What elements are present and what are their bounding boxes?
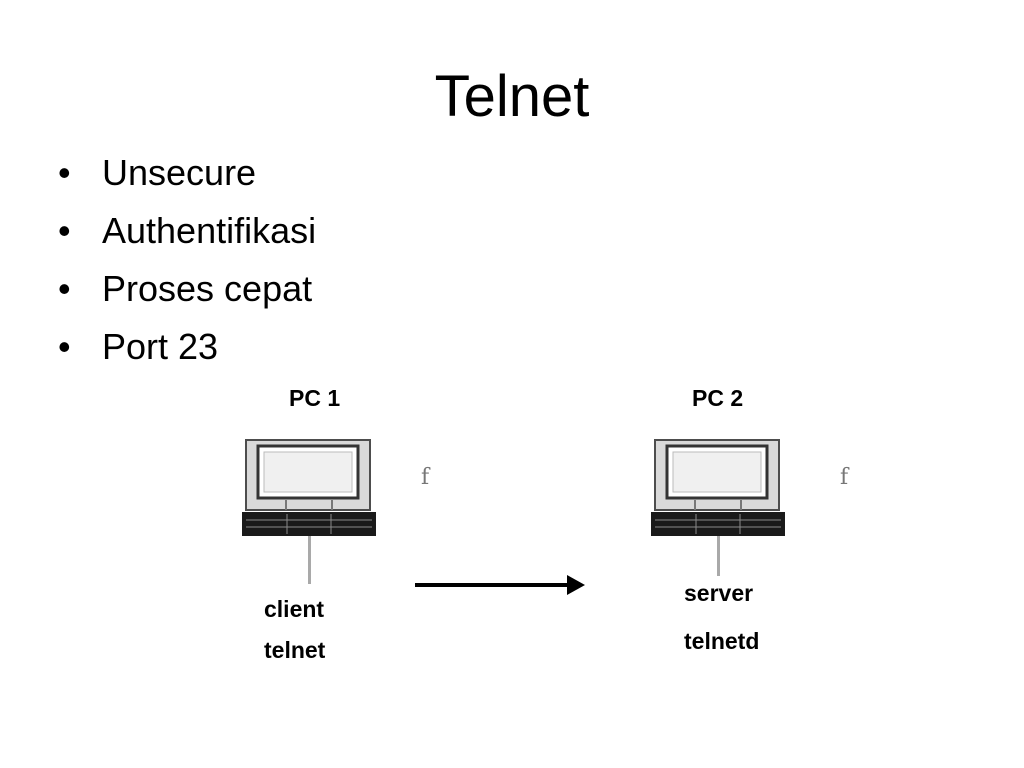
bullet-mark: • xyxy=(58,210,71,251)
pc2-connector xyxy=(717,536,720,576)
bullet-item: • Port 23 xyxy=(58,324,316,382)
laptop-icon xyxy=(651,439,785,536)
arrow-right-icon xyxy=(415,575,585,595)
bullet-text: Proses cepat xyxy=(102,268,313,309)
bullet-item: • Unsecure xyxy=(58,150,316,208)
glyph-mark: f xyxy=(840,465,849,490)
bullet-text: Authentifikasi xyxy=(102,210,317,251)
pc1-label: PC 1 xyxy=(289,385,341,411)
bullet-text: Port 23 xyxy=(102,326,219,367)
pc2-program-label: telnetd xyxy=(684,628,760,654)
bullet-mark: • xyxy=(58,152,71,193)
bullet-mark: • xyxy=(58,268,71,309)
bullet-list: • Unsecure • Authentifikasi • Proses cep… xyxy=(58,150,316,382)
laptop-icon xyxy=(242,439,376,536)
bullet-mark: • xyxy=(58,326,71,367)
pc2-role-label: server xyxy=(684,580,754,606)
bullet-item: • Proses cepat xyxy=(58,266,316,324)
bullet-item: • Authentifikasi xyxy=(58,208,316,266)
pc1-connector xyxy=(308,536,311,584)
bullet-text: Unsecure xyxy=(102,152,257,193)
glyph-mark: f xyxy=(421,465,430,490)
pc2-label: PC 2 xyxy=(692,385,744,411)
pc1-role-label: client xyxy=(264,596,325,622)
slide-title: Telnet xyxy=(434,64,590,129)
pc1-program-label: telnet xyxy=(264,637,326,663)
